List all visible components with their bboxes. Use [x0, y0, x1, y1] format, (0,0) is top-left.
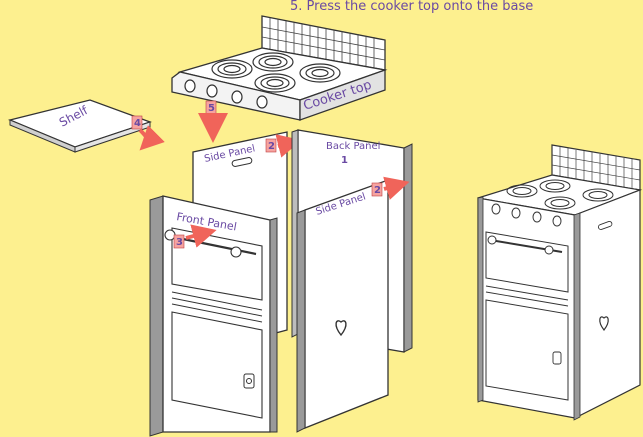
shelf-arrow-icon — [140, 130, 148, 142]
side-panel-left-step: 2 — [268, 141, 275, 152]
side-panel-right-step: 2 — [374, 185, 381, 196]
cooker-top-part: Cooker top 5 — [172, 16, 385, 128]
knob-icon — [165, 230, 175, 240]
back-panel-step: 1 — [341, 155, 348, 166]
shelf-part: Shelf 4 — [10, 100, 150, 152]
front-panel-step: 3 — [176, 237, 183, 248]
shelf-step: 4 — [134, 118, 141, 129]
side-panel-right-part: Side Panel 2 — [297, 180, 398, 432]
cooker-top-step: 5 — [208, 103, 215, 114]
back-panel-label: Back Panel — [326, 141, 380, 152]
front-panel-part: Front Panel 3 — [150, 196, 277, 436]
assembled-cooker — [478, 145, 640, 420]
caption: 5. Press the cooker top onto the base — [290, 0, 533, 14]
